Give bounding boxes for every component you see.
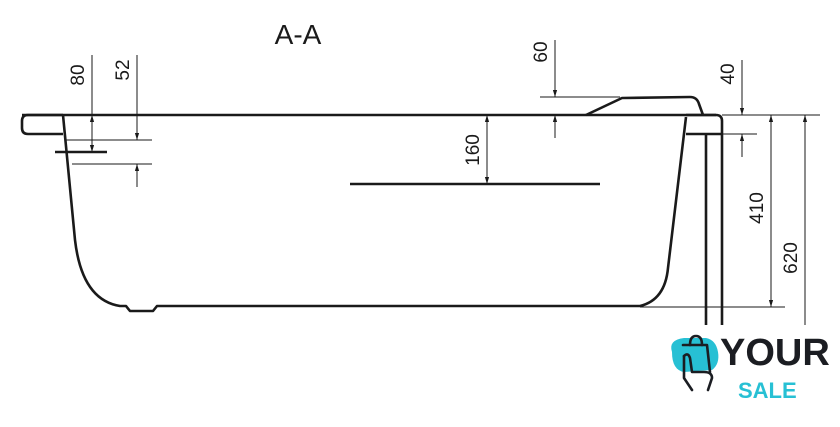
dim-52: 52 (113, 59, 134, 80)
dimension-lines (89, 40, 808, 325)
logo-text-sale: SALE (738, 378, 797, 403)
dim-160: 160 (463, 134, 484, 166)
dim-40: 40 (718, 63, 739, 84)
logo-blob (671, 338, 719, 372)
dim-620: 620 (781, 242, 802, 274)
dim-410: 410 (747, 192, 768, 224)
dim-60: 60 (531, 41, 552, 62)
logo-text-your: YOUR (720, 332, 830, 374)
section-title: A-A (275, 19, 322, 50)
dim-80: 80 (68, 64, 89, 85)
yoursale-logo: YOUR SALE (671, 332, 830, 403)
shopping-bag-hand-icon (681, 334, 714, 392)
tub-outline (20, 95, 724, 325)
